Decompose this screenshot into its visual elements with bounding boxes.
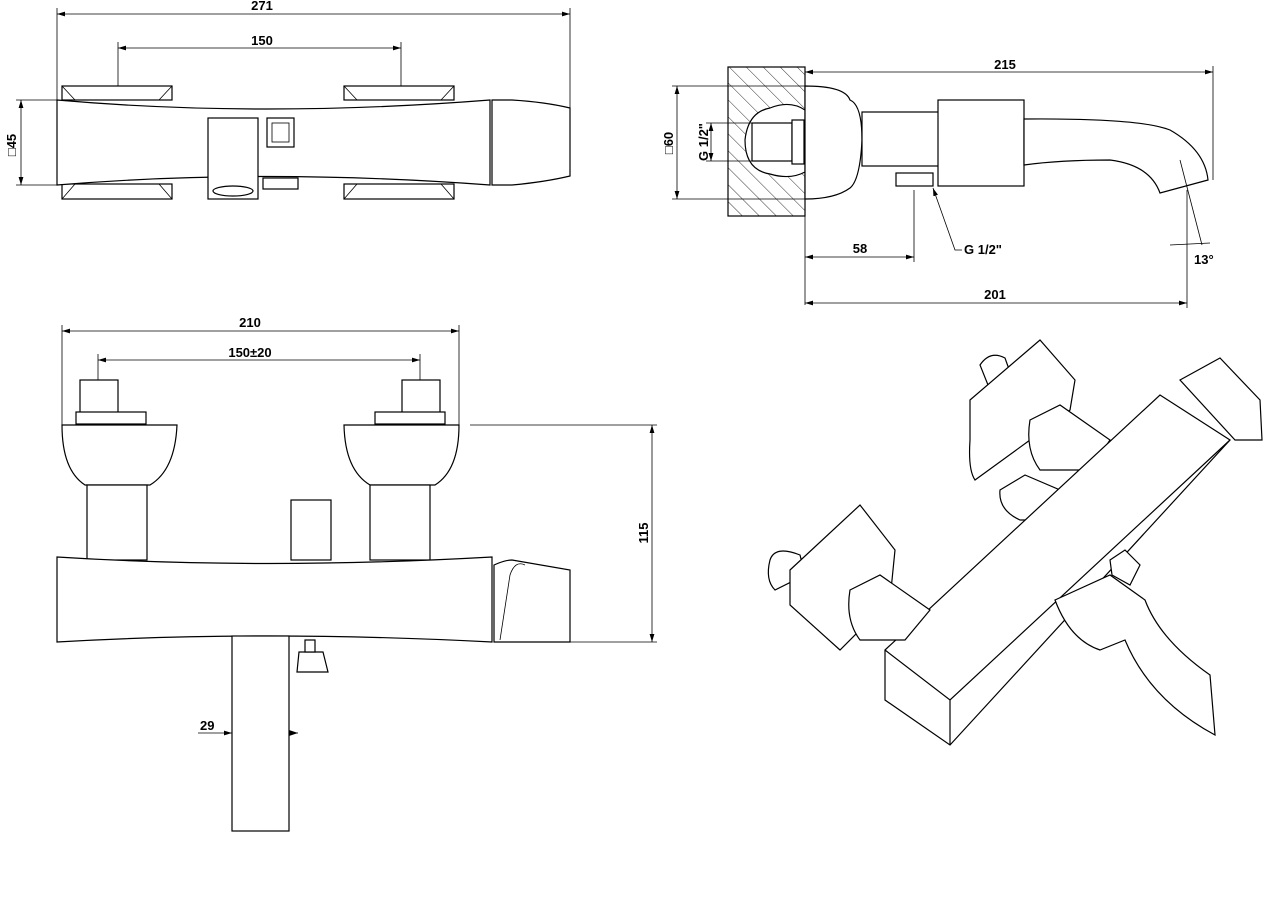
spout-iso xyxy=(1054,574,1216,737)
dimension-label-215: 215 xyxy=(994,57,1016,72)
outlet-thread-label: G 1/2" xyxy=(964,242,1002,257)
dimension-label-210: 210 xyxy=(239,315,261,330)
spout-side xyxy=(1023,118,1209,194)
dimension-label-29: 29 xyxy=(200,718,214,733)
handle-left xyxy=(61,85,173,200)
front-view: 210 150±20 115 2 xyxy=(56,315,657,832)
dimension-label-58: 58 xyxy=(853,241,867,256)
inlet-thread-label: G 1/2" xyxy=(696,123,711,161)
handle-back-left-iso xyxy=(968,339,1076,481)
stem xyxy=(231,635,290,832)
mixer-body-side xyxy=(937,99,1025,187)
handle-right-front xyxy=(343,379,460,561)
side-view: 215 □60 G 1/2" 58 G 1/2" 201 13° xyxy=(661,57,1214,308)
dimension-label-201: 201 xyxy=(984,287,1006,302)
handle-left-front xyxy=(61,379,178,561)
dimension-label-271: 271 xyxy=(251,0,273,13)
isometric-view xyxy=(767,339,1263,746)
mixer-body-front xyxy=(56,556,493,643)
spout-angle-label: 13° xyxy=(1194,252,1214,267)
diverter-knob xyxy=(266,117,295,148)
top-view: 271 150 □45 xyxy=(4,0,571,200)
dimension-label-115: 115 xyxy=(636,523,651,544)
dimension-label-150-20: 150±20 xyxy=(228,345,271,360)
dimension-label-45: □45 xyxy=(4,134,19,156)
spout-end xyxy=(491,99,571,186)
diverter-block xyxy=(207,117,259,200)
dimension-label-150: 150 xyxy=(251,33,273,48)
dimension-label-60: □60 xyxy=(661,132,676,154)
handle-right xyxy=(343,85,455,200)
